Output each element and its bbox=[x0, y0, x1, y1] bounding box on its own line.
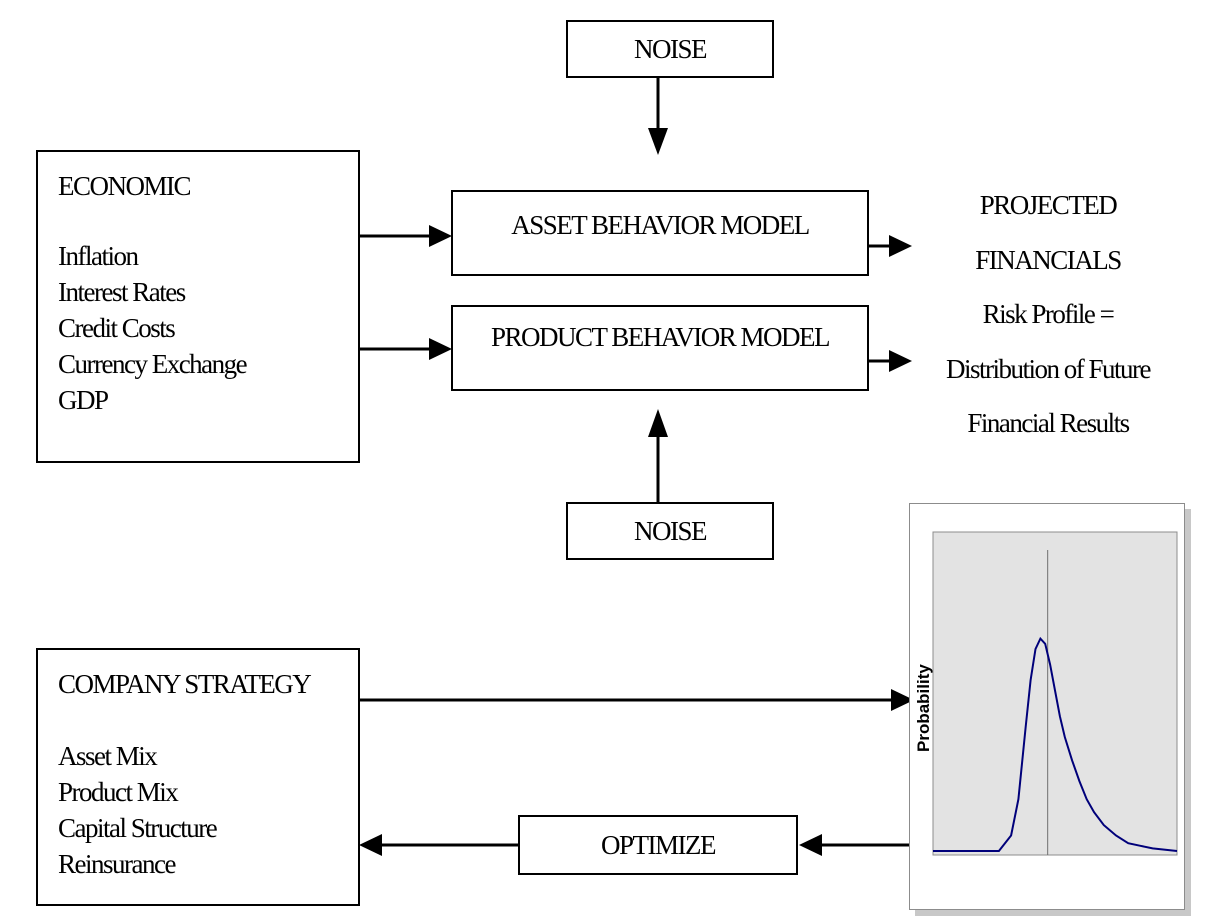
projected-financials-text: PROJECTED FINANCIALS Risk Profile = Dist… bbox=[928, 178, 1168, 451]
economic-item: Credit Costs bbox=[58, 313, 176, 343]
projected-line: FINANCIALS bbox=[975, 244, 1122, 275]
distribution-chart-frame: Probability bbox=[909, 503, 1185, 910]
product-behavior-model-label: PRODUCT BEHAVIOR MODEL bbox=[490, 322, 831, 352]
strategy-item: Reinsurance bbox=[58, 849, 176, 879]
economic-item: GDP bbox=[58, 385, 109, 415]
strategy-item: Capital Structure bbox=[58, 813, 218, 843]
distribution-curve bbox=[933, 636, 1178, 852]
product-behavior-model-box: PRODUCT BEHAVIOR MODEL bbox=[451, 305, 869, 391]
economic-title: ECONOMIC bbox=[58, 171, 192, 201]
economic-item: Interest Rates bbox=[58, 277, 186, 307]
asset-behavior-model-box: ASSET BEHAVIOR MODEL bbox=[451, 190, 869, 276]
arrowhead-up bbox=[648, 409, 668, 437]
economic-item: Currency Exchange bbox=[58, 349, 248, 379]
noise-top-label: NOISE bbox=[634, 33, 708, 64]
economic-list: Inflation Interest Rates Credit Costs Cu… bbox=[58, 238, 248, 418]
projected-line: Financial Results bbox=[967, 408, 1130, 438]
company-strategy-box: COMPANY STRATEGY Asset Mix Product Mix C… bbox=[36, 648, 360, 906]
projected-line: Distribution of Future bbox=[946, 353, 1152, 384]
economic-box: ECONOMIC Inflation Interest Rates Credit… bbox=[36, 150, 360, 463]
noise-bottom-box: NOISE bbox=[566, 502, 774, 560]
optimize-label: OPTIMIZE bbox=[601, 829, 716, 860]
strategy-item: Asset Mix bbox=[58, 741, 158, 771]
optimize-box: OPTIMIZE bbox=[518, 815, 798, 875]
noise-top-box: NOISE bbox=[566, 20, 774, 78]
arrowhead-down bbox=[648, 128, 668, 155]
strategy-list: Asset Mix Product Mix Capital Structure … bbox=[58, 738, 218, 882]
noise-bottom-label: NOISE bbox=[634, 515, 708, 546]
company-strategy-title: COMPANY STRATEGY bbox=[58, 669, 312, 699]
asset-behavior-model-label: ASSET BEHAVIOR MODEL bbox=[511, 210, 810, 240]
strategy-item: Product Mix bbox=[58, 777, 179, 807]
y-axis-label: Probability bbox=[914, 664, 933, 752]
distribution-chart: Probability bbox=[914, 531, 1178, 856]
projected-line: Risk Profile = bbox=[982, 299, 1115, 329]
economic-item: Inflation bbox=[58, 241, 139, 271]
projected-line: PROJECTED bbox=[979, 190, 1118, 220]
